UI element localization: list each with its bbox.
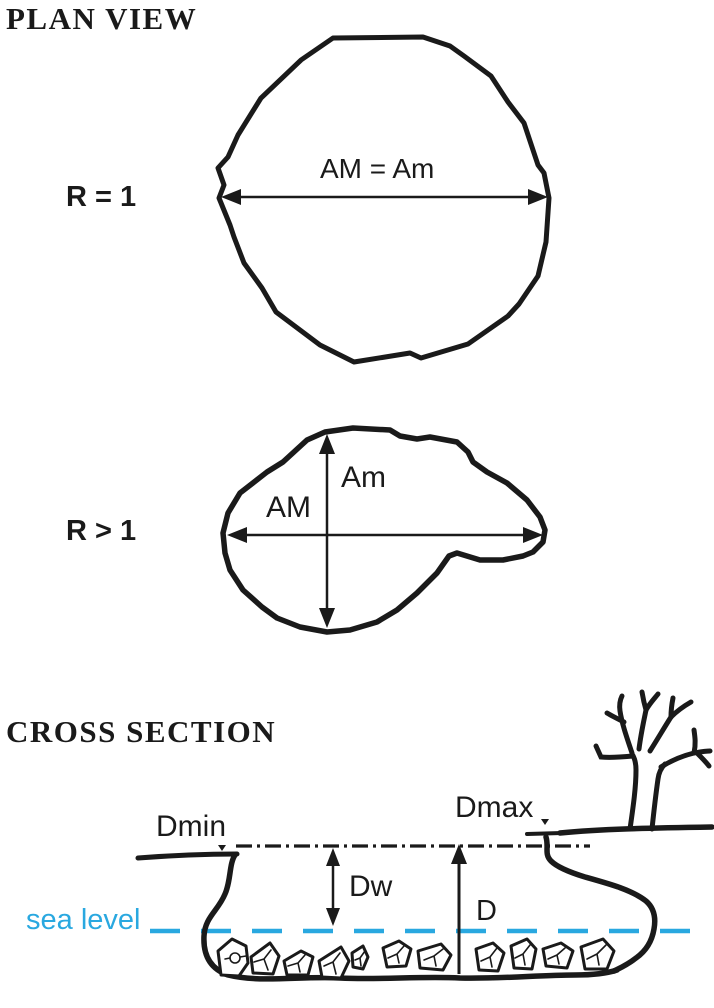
major-axis-arrow-left-head bbox=[227, 527, 247, 543]
ground-line bbox=[557, 824, 714, 836]
right-wall-outline bbox=[543, 834, 658, 974]
rock-crack bbox=[423, 948, 444, 967]
rock-crack bbox=[224, 955, 247, 960]
ratio-greater-label: R > 1 bbox=[66, 515, 137, 547]
dmax-label: Dmax bbox=[455, 791, 534, 824]
dmin-tick bbox=[218, 845, 226, 851]
depth-arrow bbox=[451, 844, 467, 974]
major-axis-label: AM bbox=[266, 491, 311, 524]
dmax-tick bbox=[541, 819, 549, 825]
diameter-label: AM = Am bbox=[320, 153, 435, 184]
elongated-pool-group bbox=[220, 425, 548, 635]
depth-label: D bbox=[476, 895, 497, 927]
tree-drawing bbox=[593, 689, 713, 832]
rocks bbox=[216, 937, 616, 980]
rock bbox=[216, 937, 250, 978]
round-pool-outline bbox=[215, 34, 552, 365]
rock-crack bbox=[586, 944, 607, 966]
left-bank-line bbox=[135, 851, 240, 861]
rock bbox=[317, 945, 351, 980]
rock-crack bbox=[387, 945, 405, 964]
minor-axis-arrow-top-head bbox=[319, 434, 335, 454]
rock-crack bbox=[287, 954, 306, 973]
major-axis-arrow-right-head bbox=[523, 527, 543, 543]
minor-axis-label: Am bbox=[341, 461, 386, 494]
right-bank-ledge bbox=[525, 831, 564, 836]
minor-axis-arrow-bottom-head bbox=[319, 608, 335, 628]
rock-crack bbox=[480, 947, 498, 968]
rock-crack bbox=[514, 944, 531, 966]
cross-section-group bbox=[135, 689, 714, 982]
cross-section-title: CROSS SECTION bbox=[6, 714, 277, 749]
dmin-label: Dmin bbox=[156, 810, 227, 843]
pool-basin-outline bbox=[201, 852, 620, 982]
rock-crack bbox=[354, 950, 366, 967]
water-depth-label: Dw bbox=[349, 870, 393, 903]
elongated-pool-outline bbox=[220, 425, 548, 635]
rock-crack bbox=[547, 947, 566, 965]
water-depth-arrow bbox=[326, 848, 340, 926]
round-pool-group bbox=[215, 34, 552, 365]
rock-crack bbox=[253, 949, 272, 971]
diameter-arrow-right-head bbox=[528, 189, 548, 205]
rock bbox=[541, 941, 575, 970]
sea-level-label: sea level bbox=[26, 904, 141, 936]
ratio-equal-label: R = 1 bbox=[66, 181, 137, 213]
rock-crack bbox=[323, 952, 341, 975]
plan-view-title: PLAN VIEW bbox=[6, 1, 198, 36]
diameter-arrow-left-head bbox=[221, 189, 241, 205]
